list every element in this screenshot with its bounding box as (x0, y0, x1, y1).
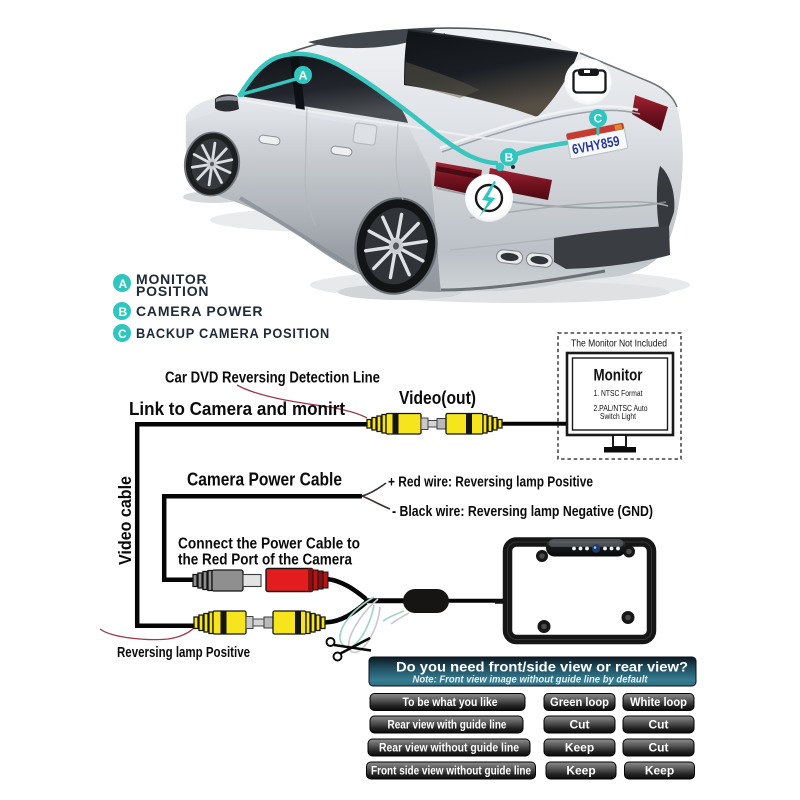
svg-text:Note: Front view image without: Note: Front view image without guide lin… (413, 675, 649, 686)
svg-text:Cut: Cut (570, 718, 590, 732)
svg-text:Front side view without guide: Front side view without guide line (371, 764, 531, 778)
svg-text:Green loop: Green loop (550, 695, 609, 709)
svg-text:Cut: Cut (649, 718, 669, 732)
svg-text:POSITION: POSITION (136, 283, 209, 299)
svg-text:B: B (119, 305, 128, 319)
svg-text:Link to Camera and monirt: Link to Camera and monirt (129, 398, 345, 419)
svg-text:Reversing lamp Positive: Reversing lamp Positive (117, 644, 250, 661)
svg-text:- Black wire: Reversing lamp N: - Black wire: Reversing lamp Negative (G… (392, 504, 653, 520)
svg-text:CAMERA POWER: CAMERA POWER (136, 303, 263, 319)
svg-text:Monitor: Monitor (594, 366, 643, 385)
svg-text:The Monitor Not Included: The Monitor Not Included (571, 339, 667, 350)
svg-text:the Red Port of the Camera: the Red Port of the Camera (178, 552, 352, 569)
svg-text:A: A (299, 69, 308, 83)
svg-text:MONITOR: MONITOR (136, 271, 207, 287)
svg-text:Switch Light: Switch Light (600, 411, 636, 421)
svg-text:White loop: White loop (630, 695, 687, 709)
svg-text:Rear view with guide line: Rear view with guide line (388, 718, 507, 732)
svg-text:Connect the Power Cable to: Connect the Power Cable to (178, 536, 360, 553)
svg-text:Camera Power Cable: Camera Power Cable (187, 469, 342, 490)
svg-text:Rear view without guide line: Rear view without guide line (379, 741, 519, 755)
svg-text:1. NTSC Format: 1. NTSC Format (594, 388, 644, 398)
svg-text:Video cable: Video cable (115, 476, 135, 565)
svg-text:Do you need front/side view or: Do you need front/side view or rear view… (396, 660, 688, 675)
svg-text:Cut: Cut (649, 741, 669, 755)
svg-text:C: C (118, 327, 127, 341)
svg-text:2.PAL/NTSC Auto: 2.PAL/NTSC Auto (594, 403, 648, 413)
svg-text:Keep: Keep (565, 741, 594, 755)
svg-text:Keep: Keep (566, 764, 595, 778)
svg-text:Video(out): Video(out) (399, 387, 476, 408)
svg-text:Keep: Keep (645, 764, 674, 778)
svg-text:B: B (505, 151, 514, 165)
svg-text:Car DVD Reversing Detection Li: Car DVD Reversing Detection Line (165, 370, 380, 387)
svg-text:To be what you like: To be what you like (403, 695, 498, 709)
svg-text:BACKUP CAMERA POSITION: BACKUP CAMERA POSITION (136, 325, 330, 341)
svg-text:+ Red wire: Reversing lamp Pos: + Red wire: Reversing lamp Positive (388, 475, 593, 491)
svg-text:A: A (119, 277, 128, 291)
svg-text:C: C (594, 112, 603, 126)
